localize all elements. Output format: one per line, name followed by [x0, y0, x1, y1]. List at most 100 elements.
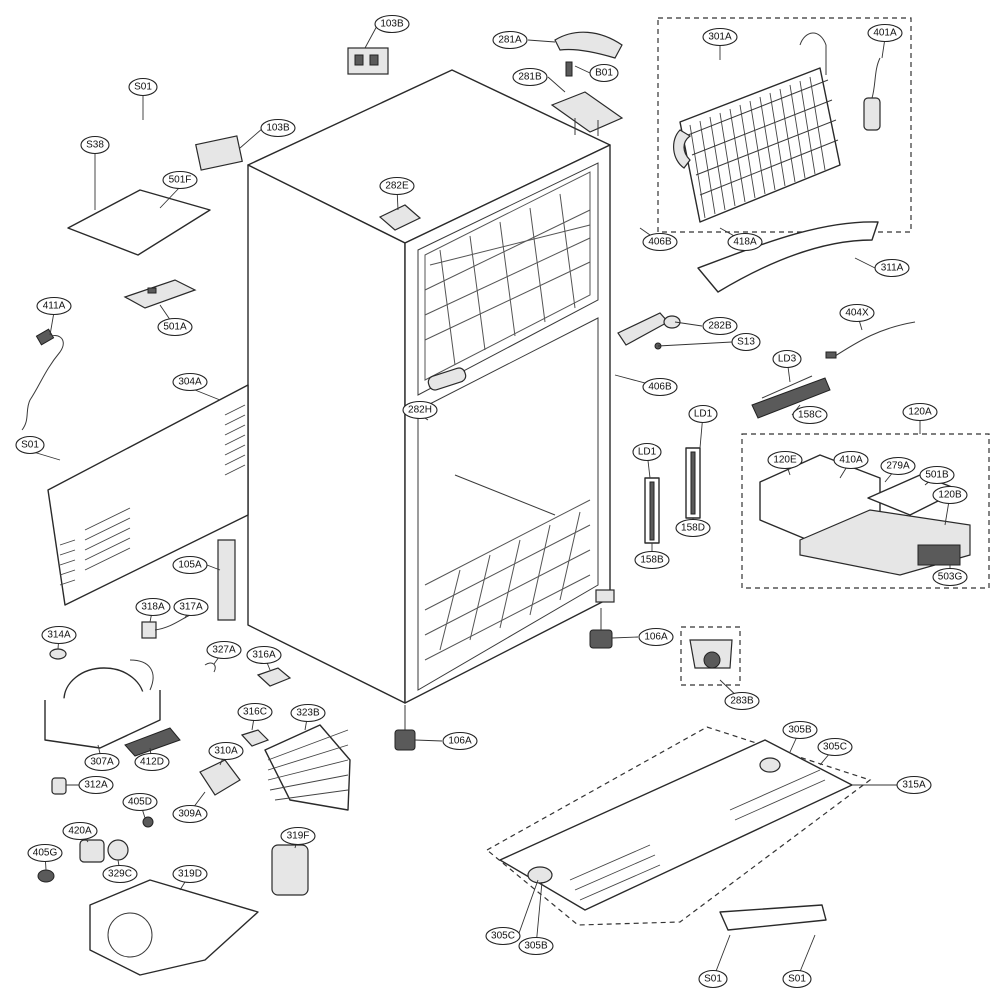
label-405g: 405G — [27, 843, 63, 863]
svg-text:329C: 329C — [108, 869, 132, 880]
bracket-103b-lower — [195, 135, 243, 171]
label-103b-lower: 103B — [260, 118, 296, 138]
label-315a: 315A — [896, 775, 932, 795]
base-plate-group-outline — [485, 726, 872, 926]
label-411a: 411A — [36, 296, 72, 316]
svg-text:282H: 282H — [408, 405, 432, 416]
label-158b: 158B — [634, 550, 670, 570]
label-318a: 318A — [135, 597, 171, 617]
svg-text:S13: S13 — [737, 337, 755, 348]
label-281a: 281A — [492, 30, 528, 50]
label-307a: 307A — [84, 752, 120, 772]
label-s01-left: S01 — [15, 435, 45, 455]
svg-text:158B: 158B — [640, 555, 664, 566]
label-120a: 120A — [902, 402, 938, 422]
evaporator-301a — [673, 32, 841, 223]
svg-text:LD1: LD1 — [694, 409, 713, 420]
svg-text:S01: S01 — [134, 82, 152, 93]
label-s38: S38 — [80, 135, 110, 155]
label-323b: 323B — [290, 703, 326, 723]
label-319d: 319D — [172, 864, 208, 884]
condenser-323b — [264, 724, 351, 811]
svg-text:404X: 404X — [845, 308, 869, 319]
label-316c: 316C — [237, 702, 273, 722]
svg-text:281B: 281B — [518, 72, 542, 83]
svg-text:LD3: LD3 — [778, 354, 797, 365]
svg-text:305C: 305C — [823, 742, 847, 753]
svg-text:B01: B01 — [595, 68, 613, 79]
svg-text:307A: 307A — [90, 757, 114, 768]
label-282b: 282B — [702, 316, 738, 336]
svg-text:283B: 283B — [730, 696, 754, 707]
svg-text:LD1: LD1 — [638, 447, 657, 458]
svg-text:405G: 405G — [33, 848, 58, 859]
label-309a: 309A — [172, 804, 208, 824]
svg-text:S01: S01 — [788, 974, 806, 985]
svg-text:420A: 420A — [68, 826, 92, 837]
screw-405d — [142, 816, 154, 828]
svg-text:501B: 501B — [925, 470, 949, 481]
svg-text:279A: 279A — [886, 461, 910, 472]
label-503g: 503G — [932, 567, 968, 587]
label-s01-top: S01 — [128, 77, 158, 97]
callout-labels: 103B 103B S01 S38 501F 501A 411A 304A S0… — [15, 14, 968, 989]
front-bracket — [719, 904, 827, 931]
svg-text:103B: 103B — [266, 123, 290, 134]
relay-318a — [141, 621, 157, 639]
label-283b: 283B — [724, 691, 760, 711]
label-406b-upper: 406B — [642, 232, 678, 252]
svg-text:305B: 305B — [524, 941, 548, 952]
svg-text:316C: 316C — [243, 707, 267, 718]
svg-text:318A: 318A — [141, 602, 165, 613]
svg-text:410A: 410A — [839, 455, 863, 466]
middle-hinge-282b — [617, 312, 681, 350]
label-305c-bottom: 305C — [485, 926, 521, 946]
label-501a: 501A — [157, 317, 193, 337]
led-bar-158c — [751, 375, 831, 419]
label-120b: 120B — [932, 485, 968, 505]
svg-text:158D: 158D — [681, 523, 705, 534]
svg-text:319D: 319D — [178, 869, 202, 880]
label-ld1-right: LD1 — [688, 404, 718, 424]
svg-text:105A: 105A — [178, 560, 202, 571]
power-cord-411a — [21, 328, 64, 431]
svg-text:312A: 312A — [84, 780, 108, 791]
grommet-314a — [49, 648, 67, 660]
label-304a: 304A — [172, 372, 208, 392]
label-406b-lower: 406B — [642, 377, 678, 397]
svg-text:281A: 281A — [498, 35, 522, 46]
label-281b: 281B — [512, 67, 548, 87]
svg-text:103B: 103B — [380, 19, 404, 30]
refrigerator-cabinet — [247, 69, 615, 704]
svg-text:501A: 501A — [163, 322, 187, 333]
hinge-cover-281a — [554, 31, 623, 59]
leveling-leg-106a-rear — [589, 608, 613, 649]
label-105a: 105A — [172, 555, 208, 575]
svg-text:S38: S38 — [86, 140, 104, 151]
svg-text:405D: 405D — [128, 797, 152, 808]
svg-text:305B: 305B — [788, 725, 812, 736]
svg-text:S01: S01 — [704, 974, 722, 985]
fan-motor-420a — [79, 839, 129, 863]
defrost-sensor-401a — [863, 57, 881, 131]
fan-guard-319f — [271, 844, 309, 896]
roller-283b — [689, 639, 733, 669]
svg-text:317A: 317A — [179, 602, 203, 613]
svg-text:418A: 418A — [733, 237, 757, 248]
svg-text:501F: 501F — [169, 175, 192, 186]
svg-text:120B: 120B — [938, 490, 962, 501]
svg-text:406B: 406B — [648, 382, 672, 393]
label-106a-front: 106A — [442, 731, 478, 751]
svg-text:412D: 412D — [140, 757, 164, 768]
label-327a: 327A — [206, 640, 242, 660]
svg-text:411A: 411A — [43, 301, 66, 312]
label-410a: 410A — [833, 450, 869, 470]
nut-405g — [37, 869, 55, 883]
label-305b-top: 305B — [782, 720, 818, 740]
evaporator-assembly-group-box — [657, 17, 912, 233]
label-282e: 282E — [379, 176, 415, 196]
overload-317a — [154, 614, 191, 631]
svg-text:323B: 323B — [296, 708, 320, 719]
label-401a: 401A — [867, 23, 903, 43]
